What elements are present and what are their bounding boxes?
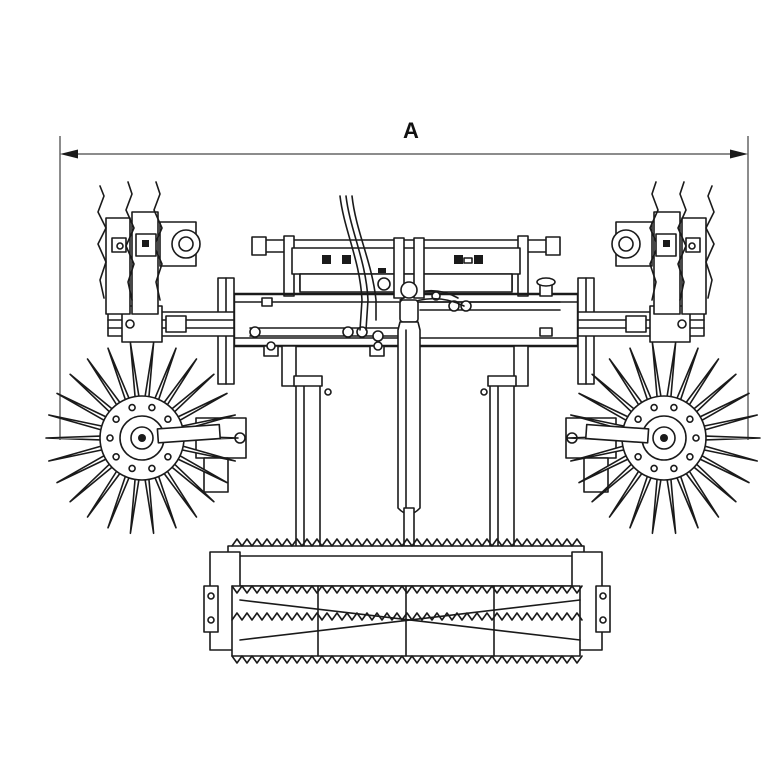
spike-wheel-right (567, 341, 761, 535)
hub-bolt-hole (112, 452, 120, 461)
roller-teeth-row (231, 538, 583, 547)
hub-bolt-hole (112, 415, 120, 424)
wheel-spike (48, 444, 107, 462)
wheel-spike (651, 474, 663, 535)
hub-bolt-hole (128, 403, 136, 412)
spike-wheel-left (45, 341, 239, 535)
wheel-spike (608, 358, 646, 409)
dimension-arrow-right (730, 149, 748, 159)
packer-roller (203, 538, 611, 664)
wheel-spike (690, 373, 737, 416)
hub-bolt-hole (686, 415, 694, 424)
upper-frame (217, 195, 595, 387)
hub-bolt-hole (148, 464, 156, 473)
roller-teeth-row (231, 655, 583, 664)
roller-teeth-row (231, 612, 583, 621)
wheel-spike (701, 435, 761, 441)
hub-bolt-hole (148, 403, 156, 412)
hub-bolt-hole (650, 403, 658, 412)
hub-bolt-hole (686, 452, 694, 461)
wheel-spike (143, 341, 155, 402)
wheel-spike (591, 373, 638, 416)
wheel-spike (608, 467, 646, 518)
hub-bolt-hole (670, 403, 678, 412)
wheel-spike (86, 358, 124, 409)
wheel-spike (48, 414, 107, 432)
wheel-spike (143, 474, 155, 535)
central-hydraulic-ram (395, 299, 423, 577)
wheel-spike (699, 444, 758, 462)
wheel-spike (129, 474, 141, 535)
hub-bolt-hole (650, 464, 658, 473)
dimension-arrow-left (60, 149, 78, 159)
wheel-spike (45, 435, 105, 441)
wheel-spike (86, 467, 124, 518)
wheel-spike (651, 341, 663, 402)
roller-teeth-row (231, 585, 583, 594)
hub-bolt-hole (634, 452, 642, 461)
hub-bolt-hole (128, 464, 136, 473)
dimension-a: A (59, 118, 749, 440)
dimension-label: A (403, 118, 419, 143)
tine-rotor-left (97, 181, 201, 315)
wheel-spike (682, 467, 720, 518)
hub-bolt-hole (634, 415, 642, 424)
tine-rotor-right (611, 181, 715, 315)
hub-bolt-hole (106, 434, 114, 442)
hub-bolt-hole (164, 452, 172, 461)
wheel-spike (699, 414, 758, 432)
support-legs (293, 375, 517, 551)
wheel-spike (665, 341, 677, 402)
wheel-spike (69, 373, 116, 416)
wheel-spike (129, 341, 141, 402)
wheel-spike (690, 460, 737, 503)
wheel-spike (682, 358, 720, 409)
hub-bolt-hole (692, 434, 700, 442)
hub-bolt-hole (670, 464, 678, 473)
wheel-spike (168, 373, 215, 416)
wheel-spike (665, 474, 677, 535)
hub-bolt-hole (164, 415, 172, 424)
wheel-spike (160, 358, 198, 409)
wheel-spike (160, 467, 198, 518)
wheel-spike (69, 460, 116, 503)
